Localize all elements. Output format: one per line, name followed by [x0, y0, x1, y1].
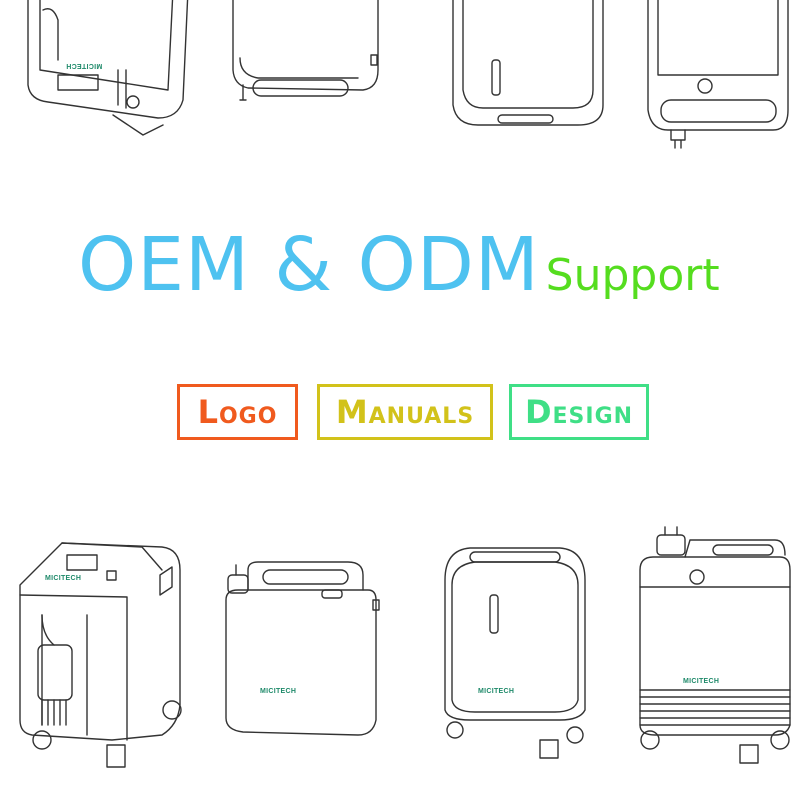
service-tag-manuals: Manuals: [317, 384, 493, 440]
concentrator-bottom-1: MICITECH: [12, 535, 182, 780]
headline-main: OEM & ODM: [78, 222, 540, 308]
concentrator-top-2: [228, 0, 388, 120]
service-label: Logo: [197, 393, 278, 431]
service-tag-logo: Logo: [177, 384, 298, 440]
brand-label: MICITECH: [683, 678, 720, 685]
brand-label: MICITECH: [478, 688, 515, 695]
brand-label: MICITECH: [260, 688, 297, 695]
concentrator-bottom-3: MICITECH: [440, 540, 590, 760]
concentrator-top-1: MICITECH: [18, 0, 193, 150]
service-label: Manuals: [335, 393, 475, 431]
brand-label: MICITECH: [66, 62, 103, 69]
brand-label: MICITECH: [45, 575, 82, 582]
concentrator-top-3: [448, 0, 608, 135]
concentrator-bottom-4: MICITECH: [635, 525, 795, 780]
service-label: Design: [524, 393, 634, 431]
concentrator-top-4: [643, 0, 793, 155]
service-tag-design: Design: [509, 384, 649, 440]
concentrator-bottom-2: MICITECH: [218, 560, 383, 745]
headline-sub: Support: [545, 250, 720, 301]
